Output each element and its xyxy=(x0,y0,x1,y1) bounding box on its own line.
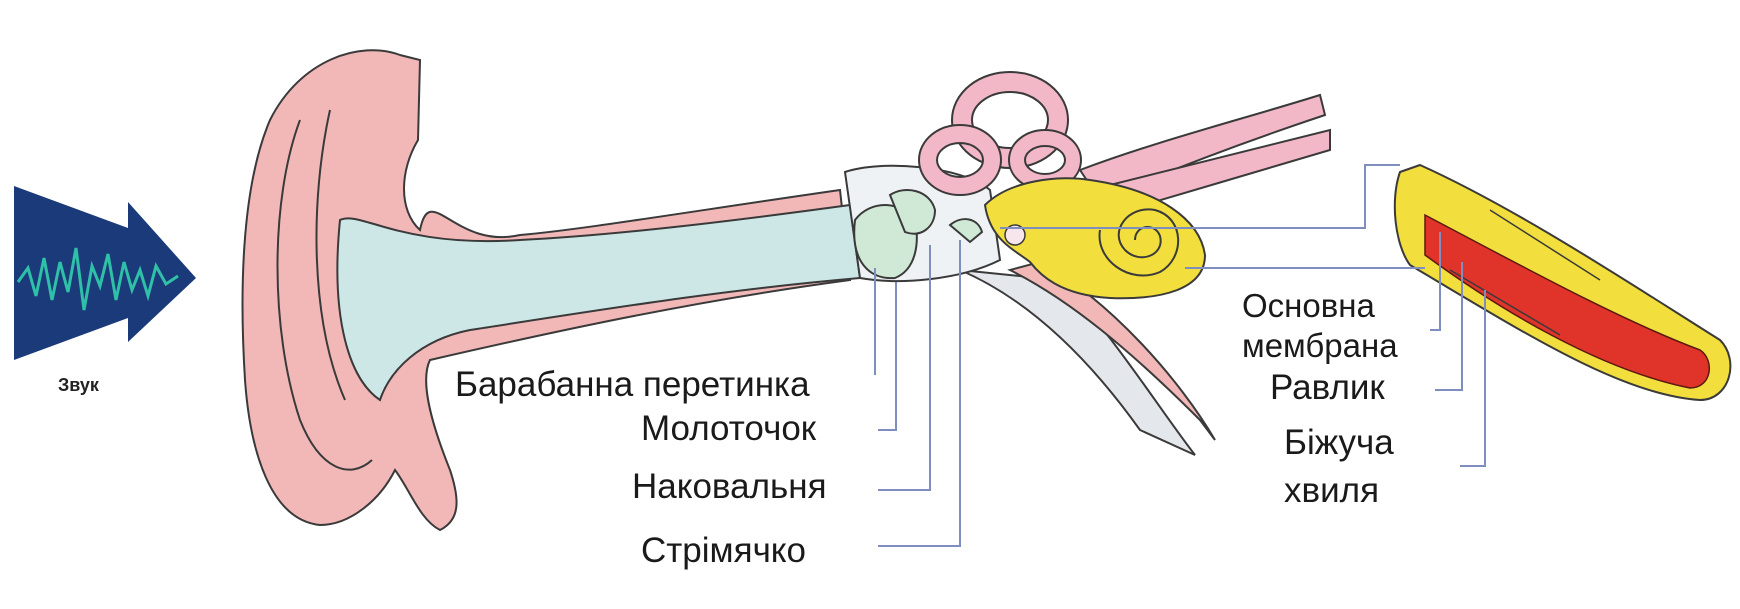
label-cochlea: Равлик xyxy=(1270,368,1385,407)
unrolled-cochlea xyxy=(1393,163,1732,402)
ear-canal xyxy=(336,203,862,402)
cochlea-shape xyxy=(983,177,1207,300)
label-sound: Звук xyxy=(58,375,99,395)
ossicles xyxy=(853,189,984,280)
leader-lines xyxy=(874,164,1486,547)
label-basilar-membrane-line1: Основна xyxy=(1242,287,1375,324)
label-malleus: Молоточок xyxy=(641,409,817,448)
semicircular-canals xyxy=(918,71,1082,196)
label-incus: Наковальня xyxy=(632,467,827,506)
sound-wave-icon xyxy=(14,186,196,360)
label-basilar-membrane-line2: мембрана xyxy=(1242,327,1398,364)
label-stapes: Стрімячко xyxy=(641,531,806,570)
label-travelling-wave-line2: хвиля xyxy=(1284,471,1380,510)
auditory-nerve xyxy=(1078,93,1331,217)
label-travelling-wave-line1: Біжуча xyxy=(1284,423,1394,462)
label-eardrum: Барабанна перетинка xyxy=(455,365,810,404)
